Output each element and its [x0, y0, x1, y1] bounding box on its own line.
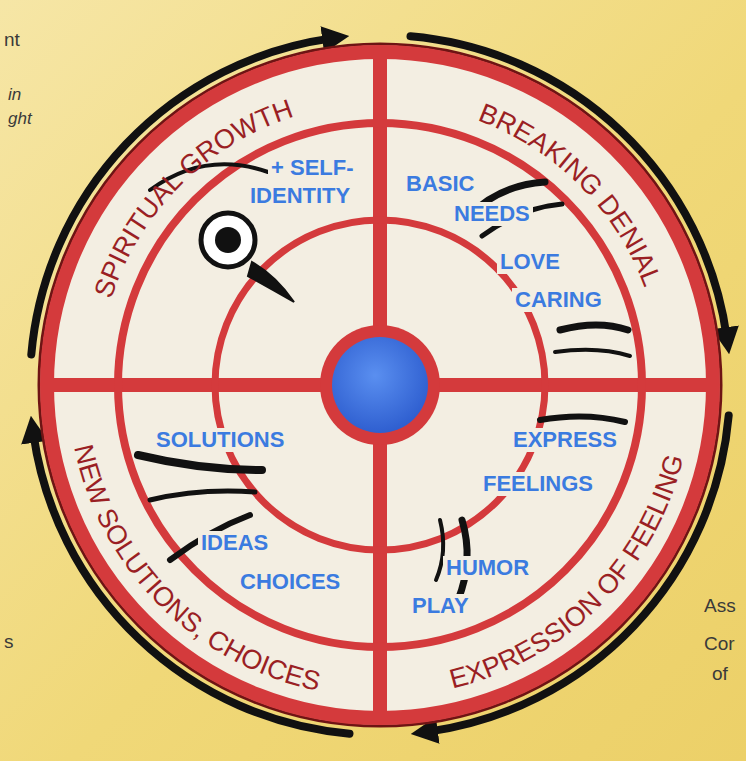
- quadrant-label: BASIC: [403, 172, 477, 196]
- quadrant-label: EXPRESS: [510, 428, 620, 452]
- quadrant-label: FEELINGS: [480, 472, 596, 496]
- page-text-fragment: of: [712, 664, 728, 685]
- quadrant-label: IDEAS: [198, 531, 271, 555]
- middle-ring: [118, 123, 642, 647]
- quadrant-label: SOLUTIONS: [153, 428, 287, 452]
- page-text-fragment: Cor: [704, 634, 735, 655]
- quadrant-label: IDENTITY: [247, 184, 353, 208]
- arrow-ring: [31, 36, 728, 733]
- quadrant-label: CHOICES: [237, 570, 343, 594]
- feather-stroke: [540, 416, 625, 422]
- ring-label: BREAKING DENIAL: [475, 98, 667, 290]
- wing-stroke: [138, 455, 262, 470]
- quadrant-label: + SELF-: [268, 156, 357, 180]
- center-ring: [320, 325, 440, 445]
- quadrant-label: LOVE: [497, 250, 563, 274]
- quadrant-label: CARING: [512, 288, 605, 312]
- page-text-fragment: ght: [8, 110, 32, 129]
- quadrant-label: HUMOR: [443, 556, 532, 580]
- wing-stroke: [150, 491, 255, 500]
- page-text-fragment: nt: [4, 30, 20, 51]
- ring-label-text: BREAKING DENIAL: [475, 98, 667, 290]
- quadrant-label: PLAY: [409, 594, 472, 618]
- eagle-eye: [201, 213, 255, 267]
- page-text-fragment: s: [4, 632, 14, 653]
- center-dot: [332, 337, 428, 433]
- page-text-fragment: in: [8, 86, 21, 105]
- eagle-brush-strokes: [138, 164, 630, 600]
- eagle-pupil: [215, 227, 241, 253]
- feather-stroke: [555, 350, 630, 356]
- page-text-fragment: Ass: [704, 596, 736, 617]
- quadrant-label: NEEDS: [451, 202, 533, 226]
- inner-ring: [215, 220, 545, 550]
- wheel-disk: [39, 44, 721, 726]
- eagle-beak: [248, 262, 294, 302]
- feather-stroke: [560, 325, 628, 330]
